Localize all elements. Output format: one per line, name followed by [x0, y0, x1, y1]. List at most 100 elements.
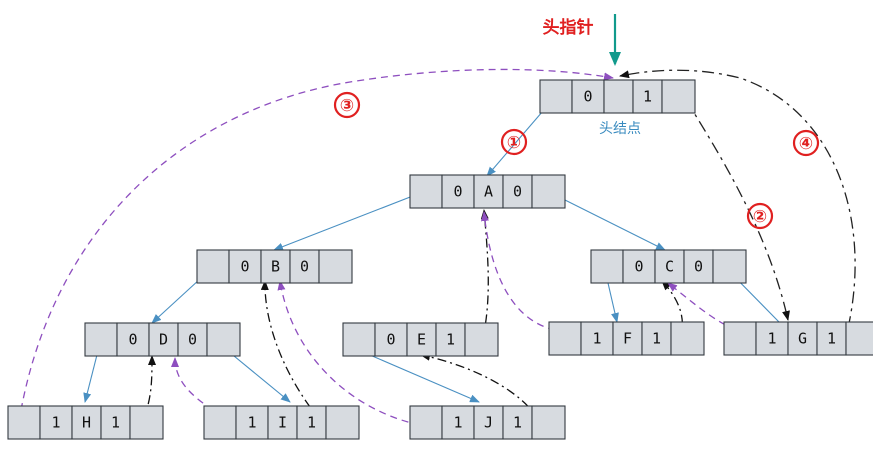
left-pointer-field — [539, 79, 573, 114]
data-field-value: B — [271, 258, 280, 276]
node-G: 1 G 1 — [723, 321, 873, 356]
left-pointer-field — [342, 322, 376, 357]
left-tag-field — [571, 79, 605, 114]
left-tag-field — [235, 405, 269, 440]
right-tag-field — [435, 322, 466, 357]
step-3-circle — [333, 91, 361, 119]
right-tag-field — [683, 249, 714, 284]
data-field-value: E — [417, 331, 426, 349]
left-tag-field-value: 1 — [767, 330, 776, 348]
left-tag-field-value: 1 — [247, 414, 256, 432]
right-tag-field-value: 0 — [513, 183, 522, 201]
right-tag-field-value: 1 — [307, 414, 316, 432]
thread-F-to-A — [480, 211, 556, 331]
right-tag-field — [502, 174, 533, 209]
data-field — [787, 321, 818, 356]
data-field-value: A — [484, 183, 493, 201]
data-field-value: C — [665, 258, 674, 276]
left-tag-field-value: 1 — [51, 414, 60, 432]
head-pointer-label: 头指针 — [543, 17, 594, 38]
thread-G-to-head — [619, 69, 856, 329]
right-pointer-field — [531, 405, 566, 440]
right-tag-field — [816, 321, 847, 356]
right-tag-field — [502, 405, 533, 440]
right-pointer-field — [712, 249, 747, 284]
step-2-circle — [746, 202, 774, 230]
thread-J-to-B — [277, 280, 421, 426]
right-tag-field — [289, 249, 320, 284]
left-pointer-field — [409, 174, 443, 209]
right-tag-field-value: 1 — [111, 414, 120, 432]
right-pointer-field — [464, 322, 499, 357]
left-pointer-field — [548, 321, 582, 356]
step-2-marker: ② — [746, 202, 774, 230]
node-D: 0 D 0 — [84, 322, 241, 357]
step-4-circle — [792, 129, 820, 157]
step-4-marker: ④ — [792, 129, 820, 157]
left-tag-field — [228, 249, 262, 284]
thread-I-to-B — [260, 280, 323, 423]
data-field — [654, 249, 685, 284]
thread-G-to-C — [667, 282, 737, 331]
right-tag-field-value: 0 — [188, 331, 197, 349]
right-tag-field — [296, 405, 327, 440]
step-1-circle — [500, 128, 528, 156]
left-tag-field — [374, 322, 408, 357]
node-C: 0 C 0 — [590, 249, 747, 284]
node-J: 1 J 1 — [409, 405, 566, 440]
edge-A-to-C — [548, 191, 666, 251]
thread-I-to-D — [171, 357, 214, 411]
data-field-value: G — [798, 330, 807, 348]
left-tag-field-value: 0 — [634, 258, 643, 276]
data-field-value: I — [278, 414, 287, 432]
data-field-value: H — [82, 414, 91, 432]
right-pointer-field — [318, 249, 353, 284]
left-pointer-field — [203, 405, 237, 440]
predecessor-threads — [20, 68, 737, 426]
step-4-label: ④ — [799, 134, 813, 154]
edge-A-to-B — [273, 191, 424, 251]
right-pointer-field — [129, 405, 164, 440]
right-tag-field-value: 1 — [652, 330, 661, 348]
right-tag-field-value: 1 — [513, 414, 522, 432]
data-field — [71, 405, 102, 440]
thread-head-right-to-G — [685, 99, 790, 321]
data-field-value: F — [623, 330, 632, 348]
left-pointer-field — [196, 249, 230, 284]
data-field-value: J — [484, 414, 493, 432]
data-field — [473, 405, 504, 440]
right-pointer-field — [845, 321, 873, 356]
node-H: 1 H 1 — [7, 405, 164, 440]
right-pointer-field — [325, 405, 360, 440]
thread-E-to-A — [480, 209, 489, 343]
right-tag-field — [177, 322, 208, 357]
right-pointer-field — [661, 79, 696, 114]
left-tag-field-value: 1 — [453, 414, 462, 432]
step-1-marker: ① — [500, 128, 528, 156]
step-3-marker: ③ — [333, 91, 361, 119]
successor-threads — [141, 69, 856, 423]
left-tag-field — [441, 405, 475, 440]
step-2-label: ② — [753, 207, 767, 227]
step-1-label: ① — [507, 133, 521, 153]
left-tag-field-value: 0 — [128, 331, 137, 349]
left-pointer-field — [590, 249, 624, 284]
right-tag-field — [632, 79, 663, 114]
left-pointer-field — [409, 405, 443, 440]
data-field-value: D — [159, 331, 168, 349]
data-field — [260, 249, 291, 284]
right-tag-field-value: 0 — [694, 258, 703, 276]
right-tag-field-value: 1 — [643, 88, 652, 106]
left-pointer-field — [7, 405, 41, 440]
left-tag-field-value: 0 — [240, 258, 249, 276]
head-node-caption: 头结点 — [599, 121, 641, 137]
thread-H-to-head — [20, 68, 614, 411]
data-field — [603, 79, 634, 114]
right-tag-field-value: 1 — [827, 330, 836, 348]
data-field — [473, 174, 504, 209]
